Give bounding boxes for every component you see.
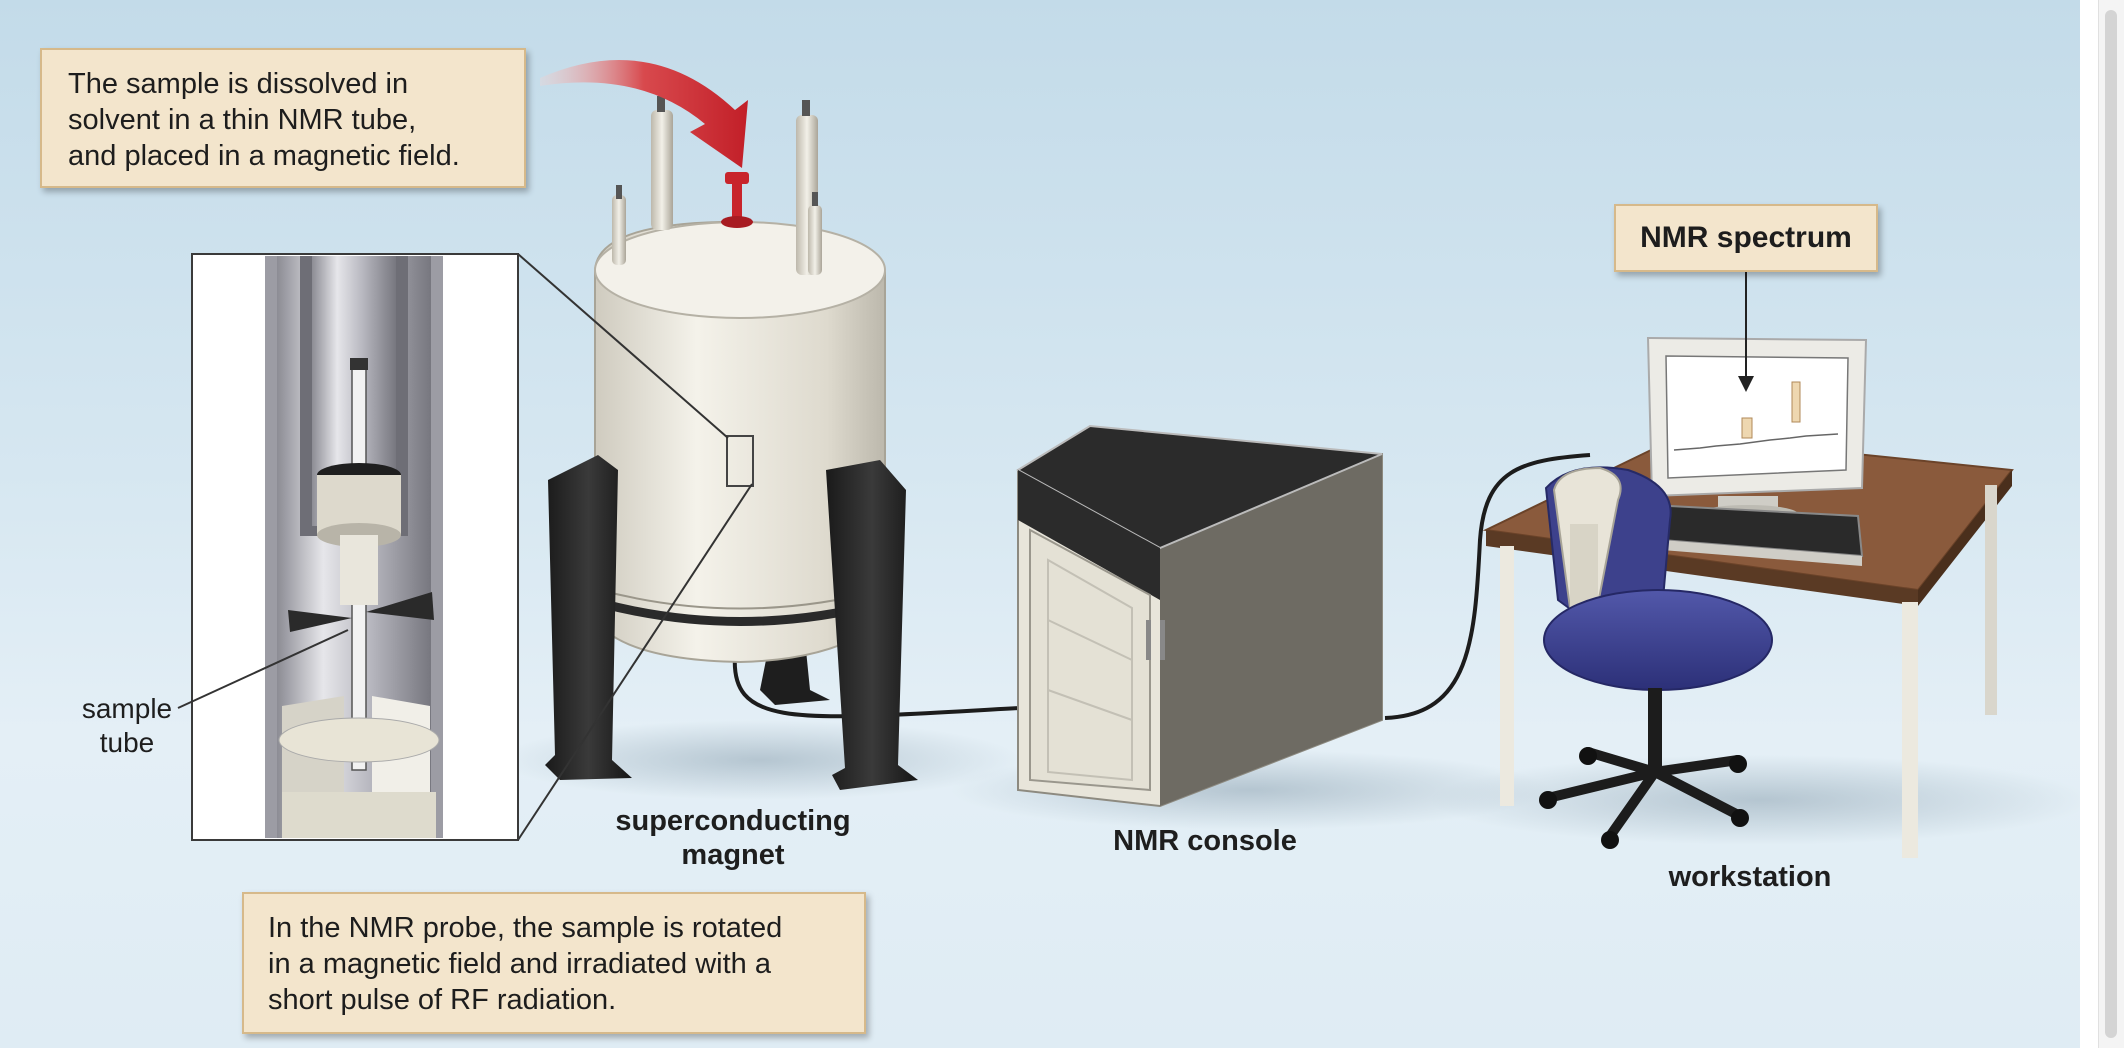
console-label: NMR console — [1080, 824, 1330, 858]
magnet-cable — [732, 654, 1021, 719]
magnet-icon — [545, 96, 918, 790]
callout-line: The sample is dissolved in — [68, 68, 409, 100]
magnet-label: superconducting magnet — [588, 804, 878, 872]
inset-leader-top — [517, 253, 729, 439]
magnet-label-line1: superconducting — [615, 805, 851, 837]
workstation-label-text: workstation — [1668, 861, 1832, 893]
console-cabinet-icon — [1016, 424, 1383, 808]
workstation-label: workstation — [1620, 860, 1880, 894]
nmr-spectrum-text: NMR spectrum — [1640, 221, 1852, 254]
sample-preparation-callout: The sample is dissolved in solvent in a … — [40, 48, 526, 188]
curved-arrow-icon — [540, 60, 748, 168]
desk-shadow — [1430, 755, 2080, 845]
diagram-artwork — [177, 60, 2080, 858]
sample-tube-pointer — [177, 629, 349, 709]
nmr-spectrum-label: NMR spectrum — [1614, 204, 1878, 272]
inset-leader-bottom — [517, 483, 753, 841]
callout-line: short pulse of RF radiation. — [268, 984, 617, 1016]
probe-description-callout: In the NMR probe, the sample is rotated … — [242, 892, 866, 1034]
sample-tube-label-line2: tube — [99, 727, 155, 758]
probe-inset-icon — [191, 253, 519, 841]
console-cable — [1384, 453, 1591, 720]
callout-line: in a magnetic field and irradiated with … — [268, 948, 771, 980]
sample-tube-label: sample tube — [62, 692, 192, 760]
keyboard-icon — [1660, 504, 1864, 566]
callout-line: and placed in a magnetic field. — [68, 140, 460, 172]
magnet-label-line2: magnet — [681, 839, 785, 871]
sample-tube-label-line1: sample — [81, 693, 173, 724]
office-chair-icon — [1539, 466, 1773, 849]
vertical-scrollbar[interactable] — [2098, 0, 2124, 1048]
callout-line: solvent in a thin NMR tube, — [68, 104, 417, 136]
console-label-text: NMR console — [1113, 825, 1297, 857]
computer-monitor-icon — [1646, 336, 1868, 523]
callout-line: In the NMR probe, the sample is rotated — [268, 912, 783, 944]
nmr-diagram: The sample is dissolved in solvent in a … — [0, 0, 2080, 1048]
scrollbar-thumb[interactable] — [2105, 10, 2117, 1038]
spectrum-pointer-head — [1738, 376, 1754, 392]
